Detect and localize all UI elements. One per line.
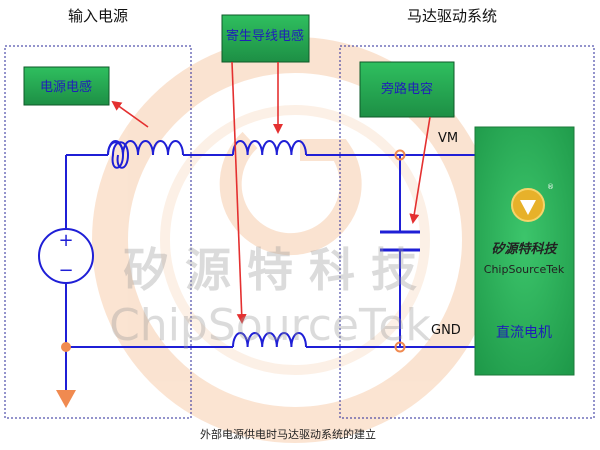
power-inductance-label: 电源电感 bbox=[40, 79, 92, 95]
figure-caption: 外部电源供电时马达驱动系统的建立 bbox=[200, 427, 376, 441]
parasitic-inductance-box bbox=[221, 14, 310, 63]
power-inductance-box bbox=[23, 66, 110, 106]
node-vm bbox=[394, 149, 406, 161]
logo-en-name: ChipSourceTek bbox=[484, 263, 565, 276]
bypass-capacitor-box bbox=[359, 61, 455, 118]
node-source-bottom bbox=[61, 342, 71, 352]
source-plus-sign: + bbox=[58, 230, 73, 251]
watermark-en-text: ChipSourceTek bbox=[109, 300, 431, 351]
motor-drive-title: 马达驱动系统 bbox=[407, 7, 497, 25]
circuit-wires bbox=[65, 154, 475, 390]
gnd-label: GND bbox=[431, 323, 461, 338]
arrow-to-bypass-capacitor bbox=[409, 116, 431, 224]
bypass-capacitor-symbol bbox=[380, 230, 420, 252]
arrow-to-bottom-parasitic-inductor bbox=[231, 61, 247, 324]
node-gnd bbox=[394, 341, 406, 353]
parasitic-inductor-top-coil bbox=[232, 140, 307, 156]
motor-drive-region bbox=[339, 45, 595, 419]
parasitic-wire-inductance-label: 寄生导线电感 bbox=[226, 28, 304, 44]
logo-registered-mark: ® bbox=[547, 183, 554, 191]
annotation-arrows bbox=[111, 61, 431, 324]
watermark-text: 矽 源 特 科 技 ChipSourceTek bbox=[109, 243, 431, 351]
logo-cn-name: 矽源特科技 bbox=[491, 241, 558, 257]
voltage-source: + − bbox=[38, 228, 94, 284]
watermark-cn-text: 矽 源 特 科 技 bbox=[123, 243, 417, 297]
chipsourcetek-logo: ® bbox=[511, 183, 554, 222]
ground-icon bbox=[56, 390, 76, 408]
bypass-capacitor-label: 旁路电容 bbox=[381, 81, 433, 97]
arrow-to-power-inductance bbox=[111, 100, 149, 128]
vm-label: VM bbox=[438, 131, 458, 146]
dc-motor-label: 直流电机 bbox=[496, 324, 552, 341]
power-inductor-coil bbox=[107, 140, 184, 169]
parasitic-inductor-bottom-coil bbox=[232, 332, 307, 348]
input-power-region bbox=[4, 45, 192, 419]
circuit-nodes bbox=[61, 149, 406, 353]
source-minus-sign: − bbox=[58, 260, 73, 281]
input-power-title: 输入电源 bbox=[68, 7, 128, 25]
dc-motor-box bbox=[474, 126, 575, 376]
